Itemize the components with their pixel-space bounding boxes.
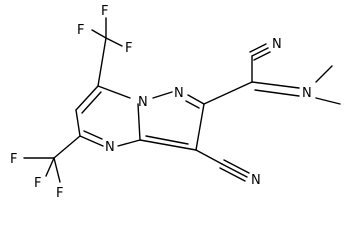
bond-cf3-upper-f-right [105,37,123,47]
bond-c3-c3a [139,139,197,151]
nitrile-nitrogen-label: N [272,37,282,52]
bond-nitrile-lower-triple-b [223,159,250,174]
bond-cf3-lower-f-bottom [53,157,61,183]
bond-c7-c6 [75,85,99,111]
bond-nitrile-upper-triple-c [253,51,271,61]
bond-n-pyrazole-c2 [187,94,205,105]
bond-cf3-upper-f-left [91,29,107,39]
bond-cf3-lower-f-mid [45,157,55,177]
fluorine-label: F [77,23,84,38]
nitrile-nitrogen-label: N [251,173,261,188]
bond-n4-c3a [117,139,141,147]
bond-n-pyrazole-c2-double [185,100,200,109]
bridgehead-nitrogen-label: N [138,95,148,110]
fluorine-label: F [101,4,108,19]
bond-c6-c5 [75,109,81,137]
bond-c5-cf3-lower [53,135,81,159]
bond-c3-nitrile-c [195,149,223,165]
pyrimidine-nitrogen-label: N [105,140,115,155]
bond-c2-vinyl-c [203,81,253,105]
fluorine-label: F [34,176,41,191]
bond-c7-n-bridge [97,85,131,99]
bond-cf3-upper-to-ring [97,37,107,87]
bond-nitrile-upper-triple-a [251,47,269,57]
bond-nitrile-lower-triple-a [221,163,248,178]
bond-vinyl-double-a [251,81,300,89]
molecule-diagram: F F F N N N F F F N N N [10,4,341,201]
fluorine-label: F [10,152,17,167]
amine-nitrogen-label: N [302,86,312,101]
bond-c2-c3 [195,103,205,151]
bond-n-bridge-n-pyrazole [152,91,173,99]
atom-labels: F F F N N N F F F N N N [10,4,312,201]
fluorine-label: F [56,186,63,201]
bond-vinyl-double-b [254,89,300,97]
bond-amine-methyl-up [315,65,333,83]
bond-nitrile-lower-triple-c [219,167,246,182]
pyrazole-nitrogen-label: N [174,86,184,101]
bond-c7-c6-double [81,91,102,114]
bond-c3a-n-bridge [137,103,141,141]
bond-lines [23,17,341,183]
bond-nitrile-upper-triple-b [249,43,267,53]
bond-amine-methyl-down [315,97,341,105]
bond-c5-n4-double [83,130,103,140]
fluorine-label: F [125,41,132,56]
bond-c5-n4 [79,135,104,147]
bond-c3-c3a-double [145,135,189,145]
